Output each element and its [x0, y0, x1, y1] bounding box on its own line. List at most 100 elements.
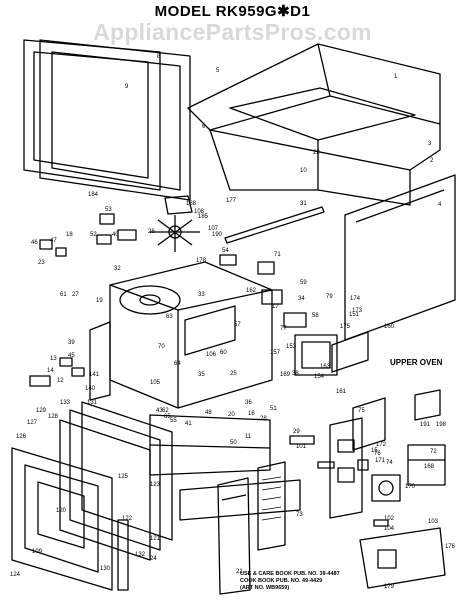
callout-label: 61 — [60, 292, 67, 298]
callout-label: 43 — [156, 408, 163, 414]
callout-label: 45 — [68, 353, 75, 359]
keypad-panel — [257, 461, 286, 551]
callout-label: 72 — [430, 449, 437, 455]
callout-label: 124 — [10, 572, 21, 578]
callout-label: 191 — [420, 422, 431, 428]
publication-note: USE & CARE BOOK PUB. NO. 39-4487 COOK BO… — [240, 571, 440, 592]
callout-label: 71 — [274, 252, 281, 258]
control-panel — [217, 477, 251, 595]
callout-label: 173 — [352, 308, 363, 314]
callout-label: 130 — [100, 566, 111, 572]
callout-label: 188 — [186, 201, 197, 207]
callout-label: 1 — [394, 74, 398, 80]
callout-label: 15 — [371, 448, 378, 454]
callout-label: 59 — [300, 280, 307, 286]
model-title: MODEL RK959G✱D1 — [154, 3, 311, 20]
art-number-line: (ART NO. WB9659) — [240, 585, 290, 591]
fan-motor — [371, 474, 401, 502]
callout-label: 190 — [212, 232, 223, 238]
callout-label: 6 — [202, 124, 206, 130]
callout-label: 70 — [158, 344, 165, 350]
callout-label: 175 — [340, 324, 351, 330]
callout-label: 125 — [118, 474, 129, 480]
callout-label: 184 — [88, 192, 99, 198]
inner-door-frame — [39, 39, 191, 201]
callout-label: 47 — [50, 238, 57, 244]
callout-label: 154 — [314, 374, 325, 380]
callout-label: 105 — [150, 380, 161, 386]
control-board — [329, 417, 363, 519]
callout-label: 179 — [384, 584, 395, 590]
callout-label: 18 — [66, 232, 73, 238]
callout-label: 161 — [336, 389, 347, 395]
callout-label: 57 — [234, 322, 241, 328]
callout-label: 62 — [162, 408, 169, 414]
callout-label: 50 — [230, 440, 237, 446]
callout-label: 29 — [293, 429, 300, 435]
shelf-rail — [224, 206, 325, 244]
callout-label: 108 — [194, 209, 205, 215]
callout-label: 38 — [292, 371, 299, 377]
callout-label: 13 — [50, 356, 57, 362]
callout-label: 107 — [208, 226, 219, 232]
callout-label: 3 — [428, 141, 432, 147]
callout-label: 132 — [135, 552, 146, 558]
callout-label: 23 — [38, 260, 45, 266]
callout-label: 122 — [122, 516, 133, 522]
filter-plate — [414, 389, 441, 421]
callout-label: 27 — [72, 292, 79, 298]
callout-label: 8 — [157, 54, 161, 60]
callout-label: 163 — [320, 364, 331, 370]
callout-label: 21 — [236, 569, 243, 575]
callout-label: 140 — [85, 386, 96, 392]
callout-label: 25 — [230, 371, 237, 377]
callout-label: 16 — [248, 411, 255, 417]
callout-label: 53 — [105, 207, 112, 213]
cavity-cover — [352, 397, 386, 451]
callout-label: 177 — [226, 198, 237, 204]
callout-label: 120 — [56, 508, 67, 514]
callout-label: 32 — [114, 266, 121, 272]
callout-label: 123 — [150, 482, 161, 488]
callout-label: 2 — [430, 158, 434, 164]
callout-label: 79 — [326, 294, 333, 300]
callout-label: 151 — [349, 312, 360, 318]
callout-label: 129 — [36, 408, 47, 414]
callout-labels: 1 2 3 4 5 6 8 9 10 11 12 13 14 15 16 17 … — [10, 54, 456, 590]
callout-label: 109 — [32, 549, 43, 555]
callout-label: 55 — [170, 418, 177, 424]
magnetron — [294, 334, 338, 376]
callout-label: 19 — [96, 298, 103, 304]
transformer — [407, 444, 446, 486]
callout-label: 101 — [296, 444, 307, 450]
interlock-switches — [39, 213, 307, 328]
callout-label: 169 — [280, 372, 291, 378]
callout-label: 133 — [60, 400, 71, 406]
callout-label: 34 — [298, 296, 305, 302]
callout-label: 63 — [166, 314, 173, 320]
callout-label: 39 — [68, 340, 75, 346]
callout-label: 141 — [89, 372, 100, 378]
callout-label: 103 — [428, 519, 439, 525]
callout-label: 178 — [196, 258, 207, 264]
callout-label: 20 — [228, 412, 235, 418]
callout-label: 48 — [205, 410, 212, 416]
callout-label: 153 — [286, 344, 297, 350]
waveguide-cover — [331, 331, 369, 373]
callout-label: 54 — [222, 248, 229, 254]
callout-label: 24 — [150, 556, 157, 562]
callout-label: 176 — [445, 544, 456, 550]
callout-label: 76 — [374, 451, 381, 457]
door-assembly — [11, 401, 173, 591]
callout-label: 121 — [150, 536, 161, 542]
callout-label: 131 — [87, 400, 98, 406]
callout-label: 127 — [27, 420, 38, 426]
callout-label: 160 — [384, 324, 395, 330]
callout-label: 128 — [48, 414, 59, 420]
upper-oven-label: UPPER OVEN — [390, 358, 443, 367]
callout-label: 74 — [386, 460, 393, 466]
callout-label: 106 — [206, 352, 217, 358]
callout-label: 185 — [198, 214, 209, 220]
